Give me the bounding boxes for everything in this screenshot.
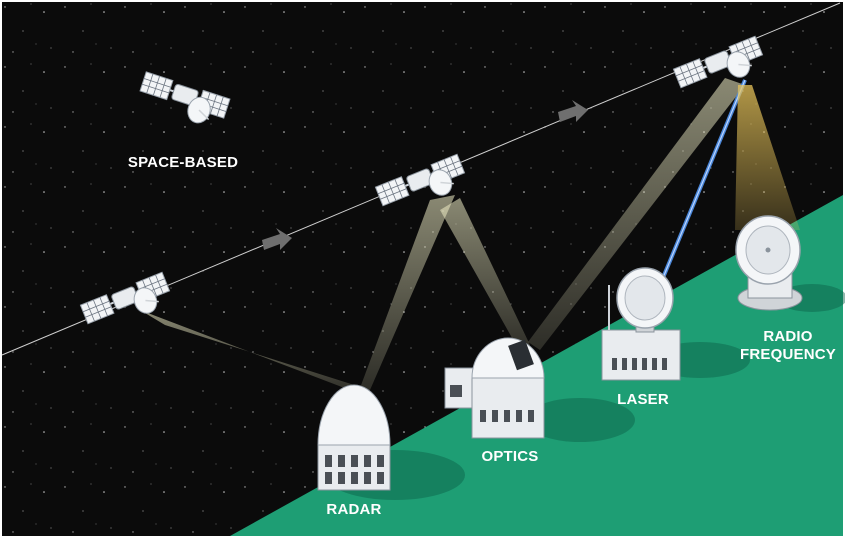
optics-label: OPTICS xyxy=(481,448,539,465)
radio-frequency-label: RADIO FREQUENCY xyxy=(738,328,838,364)
optics-beam xyxy=(440,198,530,352)
radio-dish-icon xyxy=(735,215,845,312)
rf-beam xyxy=(735,85,800,230)
radio-label-line2: FREQUENCY xyxy=(740,346,836,363)
space-based-beam xyxy=(140,310,370,392)
telescope-observatory-icon xyxy=(444,337,635,442)
optics-beam-2 xyxy=(528,78,745,350)
space-based-label: SPACE-BASED xyxy=(127,154,239,171)
radio-label-line1: RADIO xyxy=(763,328,813,345)
radar-label: RADAR xyxy=(326,501,382,518)
arrow-icon xyxy=(558,100,588,122)
laser-label: LASER xyxy=(617,391,669,408)
arrow-icon xyxy=(262,228,292,250)
laser-beam-core xyxy=(659,79,746,286)
laser-station-icon xyxy=(601,267,750,381)
radar-dome-icon xyxy=(317,384,465,500)
radar-beam xyxy=(360,195,455,390)
